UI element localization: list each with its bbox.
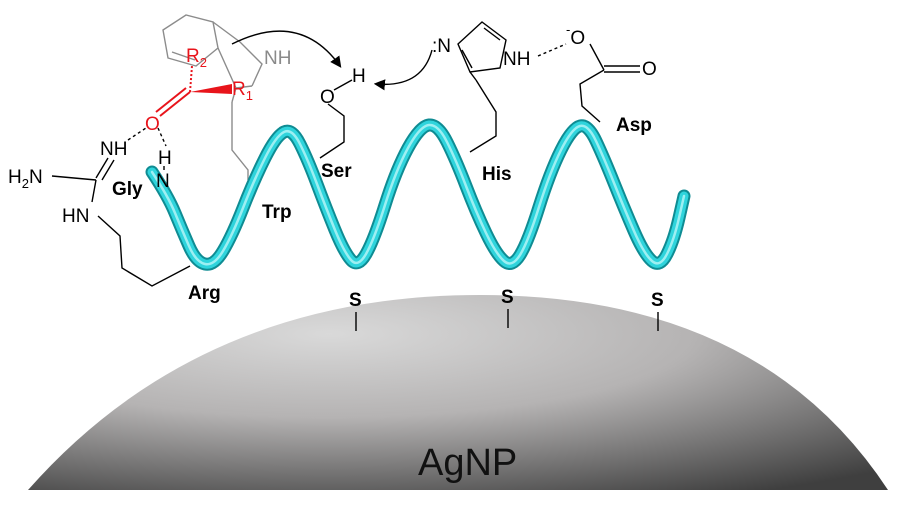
svg-text:H2N: H2N [8,167,43,191]
residue-label-gly: Gly [112,179,143,200]
trp-side-chain [231,102,249,180]
svg-text:R1: R1 [232,79,253,103]
svg-text:NH: NH [264,48,291,69]
histidine-imidazole: :N NH [432,21,530,81]
svg-text:NH: NH [100,139,127,160]
arginine-guanidinium: NH H2N HN [8,127,147,227]
his-side-chain [469,79,497,153]
trp-to-ser-arrow [231,30,342,68]
residue-label-trp: Trp [262,202,292,223]
glycine-backbone-nh: H N [156,127,172,192]
ser-side-chain [319,103,345,159]
serine-hydroxyl: O H [320,66,366,108]
svg-text:H: H [158,148,172,169]
svg-text:S: S [651,290,664,311]
thiol-anchor-2: S [501,287,514,328]
silver-nanoparticle [28,295,888,490]
residue-label-his: His [482,164,512,185]
svg-text:O: O [642,59,657,80]
aspartate-carboxylate: -O O [537,22,657,80]
carbonyl-oxygen: O [145,114,160,135]
svg-text:S: S [501,287,514,308]
svg-text:N: N [156,171,170,192]
thiol-anchor-3: S [651,290,664,331]
substrate-carbonyl: R2 R1 O [145,46,253,135]
svg-text:NH: NH [503,49,530,70]
peptide-helix-highlight [150,123,686,266]
svg-text:-O: -O [566,22,585,49]
his-to-ser-arrow [373,49,433,91]
residue-label-ser: Ser [321,161,352,182]
nanoparticle-label: AgNP [418,442,517,484]
residue-label-asp: Asp [616,115,652,136]
residue-label-arg: Arg [188,283,221,304]
tryptophan-indole: NH [162,14,291,103]
asp-side-chain [579,69,605,123]
svg-text::N: :N [432,36,451,57]
svg-text:H: H [352,66,366,87]
svg-text:HN: HN [62,206,89,227]
thiol-anchor-1: S [349,290,362,331]
svg-text:O: O [320,87,335,108]
svg-text:R2: R2 [186,46,207,70]
arg-side-chain [97,215,191,287]
svg-text:S: S [349,290,362,311]
